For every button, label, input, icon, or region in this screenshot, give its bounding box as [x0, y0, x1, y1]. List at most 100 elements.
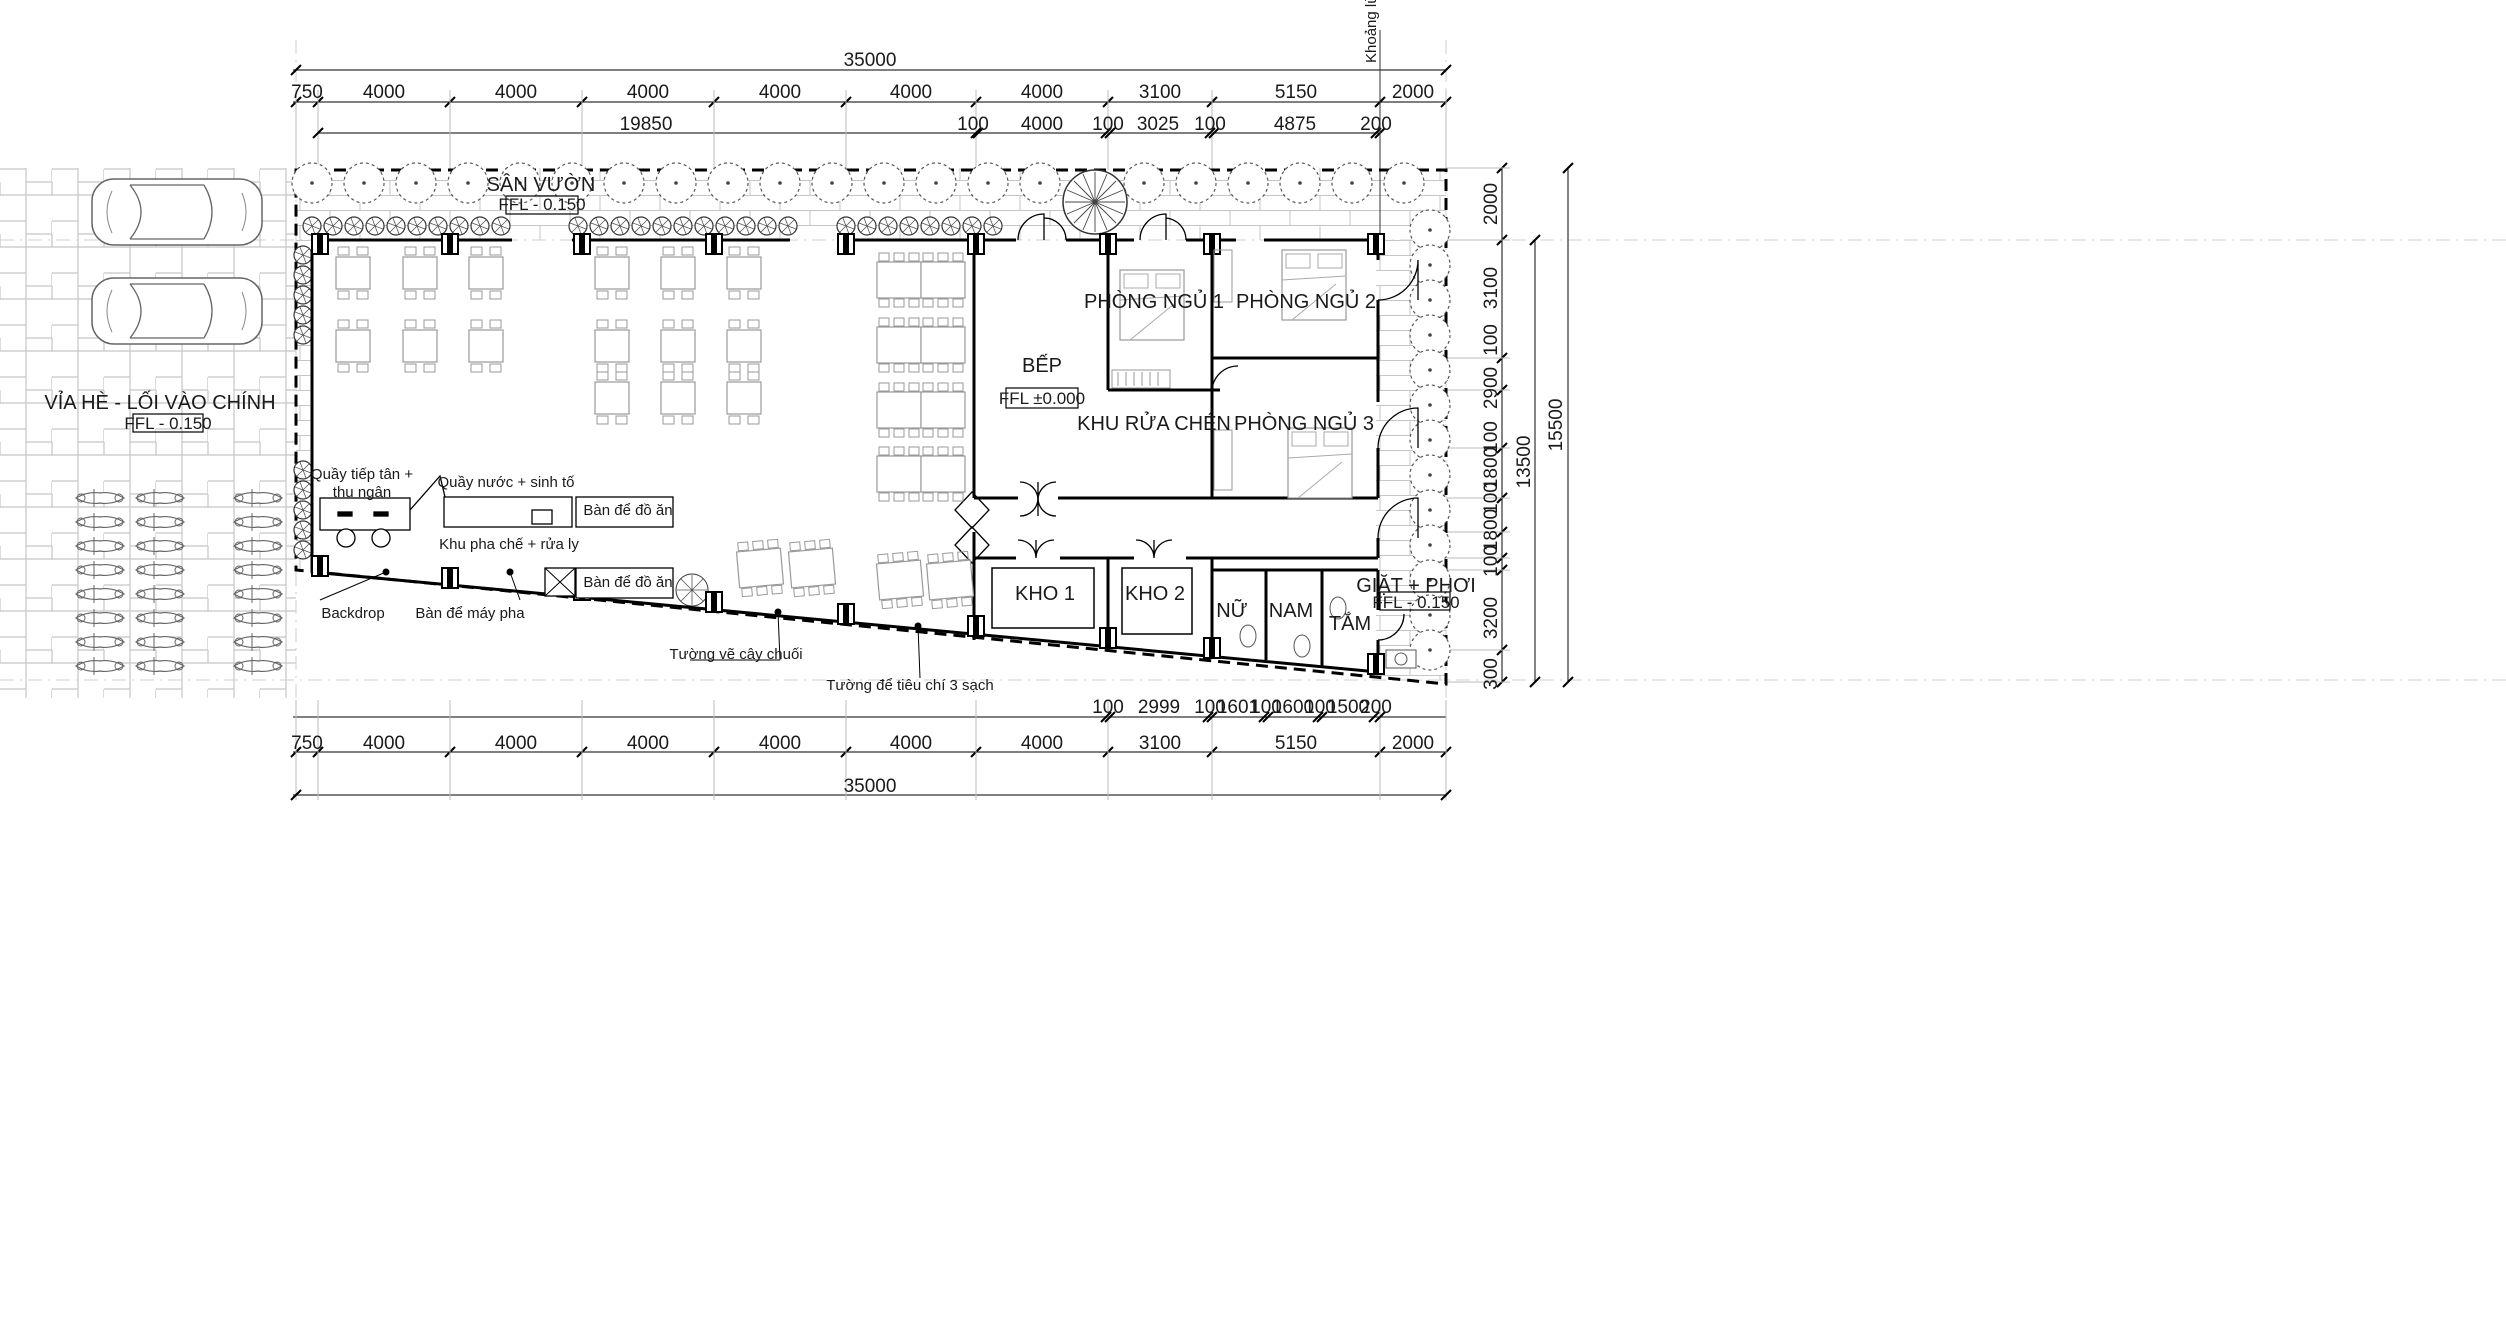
- tree-icon: [447, 162, 489, 204]
- dim-top-label: 4000: [1021, 82, 1063, 103]
- tree-icon: [1409, 454, 1451, 496]
- dim-bottom-label: 5150: [1275, 733, 1317, 754]
- shower-name: TẮM: [1329, 611, 1371, 635]
- dim-top2-label: 19850: [620, 114, 673, 135]
- long-table-icon: [876, 317, 922, 373]
- long-table-icon: [920, 446, 966, 502]
- laundry-level-box: [1379, 591, 1451, 611]
- dining-tables: [335, 246, 762, 425]
- backdrop-label: Backdrop: [321, 605, 384, 622]
- tree-icon: [1409, 314, 1451, 356]
- dim-bottom2-label: 1600: [1272, 697, 1314, 718]
- shrub-icon: [920, 216, 940, 236]
- column-icon: [1367, 653, 1385, 675]
- right-dim-inner: 13500: [1514, 436, 1535, 489]
- dining-table-icon: [726, 246, 762, 300]
- kitchen-level: FFL ±0.000: [999, 389, 1085, 408]
- site-boundary: [294, 168, 1448, 686]
- garden-name: SÂN VƯỜN: [487, 173, 596, 196]
- tree-icon: [1409, 244, 1451, 286]
- tree-icon: [1279, 162, 1321, 204]
- tree-icon: [1227, 162, 1269, 204]
- tree-icon: [395, 162, 437, 204]
- storage-2-name: KHO 2: [1125, 583, 1185, 605]
- shrub-icon: [568, 216, 588, 236]
- dim-top-label: 2000: [1392, 82, 1434, 103]
- dim-top-label: 4000: [363, 82, 405, 103]
- dim-bottom2-label: 2999: [1138, 697, 1180, 718]
- big-tree: [1062, 169, 1128, 235]
- bedroom-2-name: PHÒNG NGỦ 2: [1236, 289, 1376, 313]
- dim-right-label: 100: [1481, 421, 1502, 453]
- tree-icon: [707, 162, 749, 204]
- column-icon: [967, 615, 985, 637]
- shrub-icon: [941, 216, 961, 236]
- bedroom-3-name: PHÒNG NGỦ 3: [1234, 411, 1374, 435]
- right-dim-total: 15500: [1546, 399, 1567, 452]
- long-table-icon: [876, 382, 922, 438]
- column-icon: [441, 233, 459, 255]
- long-table-icon: [920, 382, 966, 438]
- sanitary-fixtures: [1239, 596, 1417, 669]
- grid-lines: [0, 40, 2506, 800]
- column-icon: [1203, 637, 1221, 659]
- shrub-icon: [428, 216, 448, 236]
- dim-bottom-label: 4000: [495, 733, 537, 754]
- shrub-icon: [365, 216, 385, 236]
- dim-right-label: 2000: [1481, 183, 1502, 225]
- dim-top2-label: 200: [1360, 114, 1392, 135]
- beds: [1119, 249, 1353, 499]
- total-width-bottom: 35000: [844, 776, 897, 797]
- shrub-icon: [715, 216, 735, 236]
- tree-icon: [1409, 384, 1451, 426]
- dishwash-name: KHU RỬA CHÉN: [1077, 411, 1231, 435]
- tree-icon: [915, 162, 957, 204]
- tree-icon: [1175, 162, 1217, 204]
- bedroom-1-name: PHÒNG NGỦ 1: [1084, 289, 1224, 313]
- dim-top2-label: 4875: [1274, 114, 1316, 135]
- doors: [409, 213, 1419, 641]
- tree-icon: [291, 162, 333, 204]
- column-icon: [1367, 233, 1385, 255]
- sidewalk-paving: [0, 168, 296, 698]
- dim-bottom-label: 3100: [1139, 733, 1181, 754]
- shrub-icon: [899, 216, 919, 236]
- tree-icon: [1409, 279, 1451, 321]
- dim-bottom-label: 2000: [1392, 733, 1434, 754]
- shrub-icon: [983, 216, 1003, 236]
- dim-right-label: 100: [1481, 324, 1502, 356]
- shrub-icon: [673, 216, 693, 236]
- dining-table-icon: [660, 246, 696, 300]
- tree-icon: [1409, 209, 1451, 251]
- dim-top2-label: 100: [957, 114, 989, 135]
- shrub-icon: [293, 460, 313, 480]
- tree-icon: [655, 162, 697, 204]
- reception-label-1: Quầy tiếp tân +: [311, 466, 413, 483]
- shrub-icon: [386, 216, 406, 236]
- tree-icon: [1331, 162, 1373, 204]
- long-table-icon: [875, 550, 925, 610]
- dim-bottom-label: 4000: [759, 733, 801, 754]
- dim-bottom2-label: 100: [1092, 697, 1124, 718]
- dim-top-label: 4000: [495, 82, 537, 103]
- dim-right-label: 3200: [1481, 597, 1502, 639]
- laundry-name: GIẶT + PHƠI: [1356, 574, 1476, 597]
- dining-table-icon: [726, 319, 762, 373]
- shrub-icon: [857, 216, 877, 236]
- dimension-lines-top: [290, 64, 1452, 170]
- dim-top2-label: 100: [1194, 114, 1226, 135]
- dim-bottom-label: 4000: [1021, 733, 1063, 754]
- dim-bottom2-label: 1500: [1327, 697, 1369, 718]
- tree-icon: [967, 162, 1009, 204]
- tree-icon: [343, 162, 385, 204]
- juice-bar-label: Quầy nước + sinh tố: [437, 474, 575, 491]
- dim-right-label: 1800: [1481, 509, 1502, 551]
- tree-icon: [1383, 162, 1425, 204]
- dim-right-label: 1800: [1481, 447, 1502, 489]
- shrub-icon: [293, 325, 313, 345]
- dim-top-label: 5150: [1275, 82, 1317, 103]
- laundry-level: FFL - 0.150: [1372, 593, 1459, 612]
- dining-table-icon: [335, 319, 371, 373]
- column-icon: [967, 233, 985, 255]
